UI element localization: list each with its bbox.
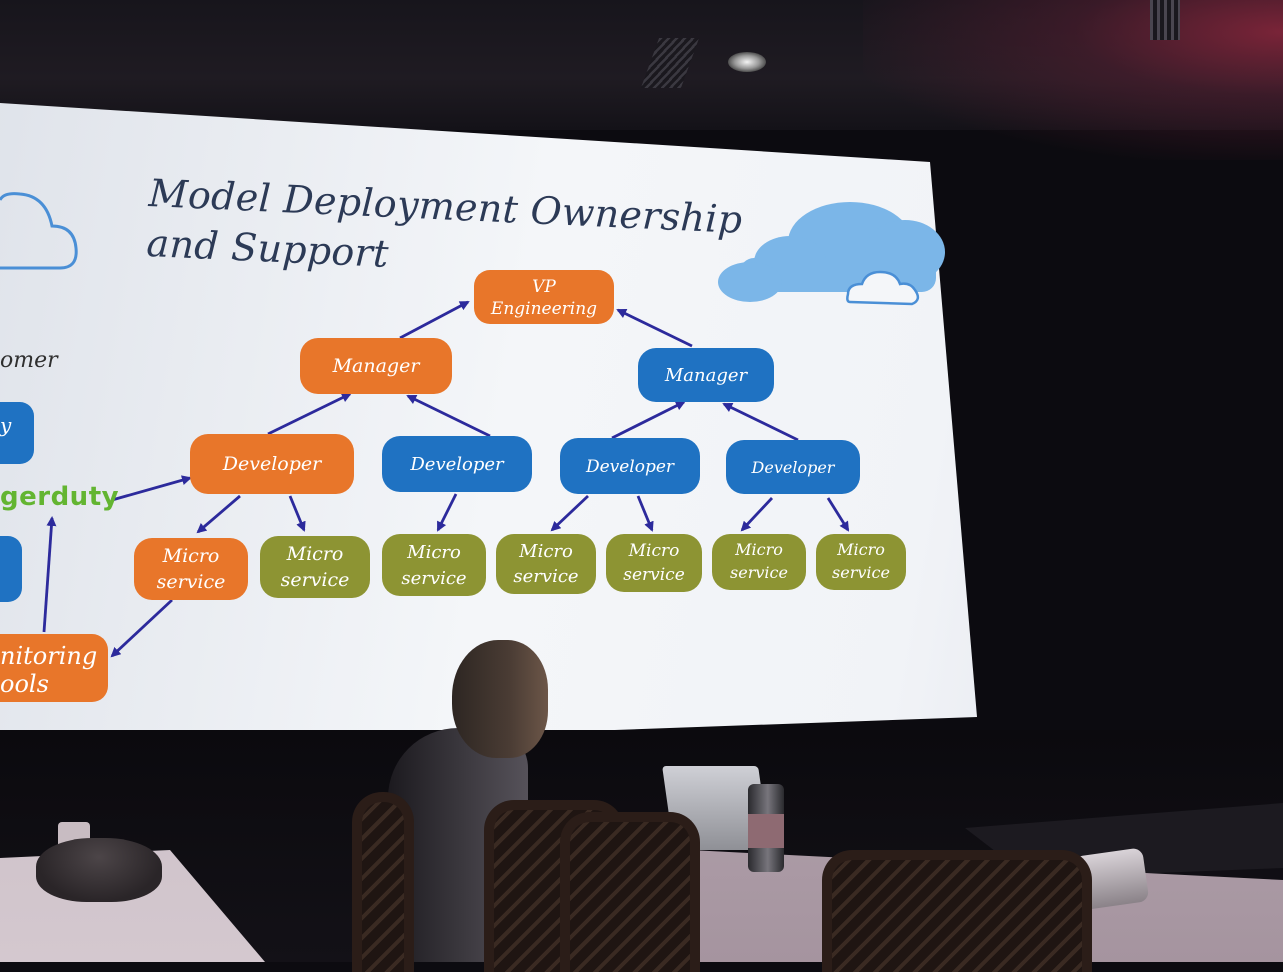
node-microservice-7: Micro service xyxy=(816,534,906,590)
monitoring-label-line-2: ools xyxy=(0,670,49,698)
node-manager-left: Manager xyxy=(300,338,452,394)
chair-1 xyxy=(352,792,414,972)
arrow-dev3-to-ms4 xyxy=(552,496,588,530)
arrow-dev4-to-ms6 xyxy=(742,498,772,530)
node-microservice-6: Micro service xyxy=(712,534,806,590)
developer-2-label: Developer xyxy=(409,454,505,475)
node-microservice-5: Micro service xyxy=(606,534,702,592)
arrow-ms1-to-monitoring xyxy=(112,600,172,656)
node-developer-4: Developer xyxy=(726,440,860,494)
microservice-3-line-1: Micro xyxy=(406,542,461,563)
arrow-dev1-to-ms1 xyxy=(198,496,240,532)
microservice-4-line-1: Micro xyxy=(518,541,573,562)
vp-label-line-1: VP xyxy=(532,277,556,297)
pagerduty-logo: gerduty xyxy=(0,482,119,512)
cloud-icon-left xyxy=(0,194,76,268)
microservice-6-line-2: service xyxy=(730,563,788,582)
node-developer-2: Developer xyxy=(382,436,532,492)
arrow-manager-right-to-vp xyxy=(618,310,692,346)
node-vp-engineering: VP Engineering xyxy=(474,270,614,324)
developer-4-label: Developer xyxy=(751,458,836,477)
manager-right-label: Manager xyxy=(664,365,749,386)
microservice-2-line-1: Micro xyxy=(286,543,344,565)
microservice-1-line-2: service xyxy=(157,571,226,593)
travel-mug xyxy=(748,784,784,872)
arrow-pagerduty-to-dev1 xyxy=(112,478,190,500)
manager-left-label: Manager xyxy=(332,355,422,377)
customer-label: omer xyxy=(0,348,58,373)
node-manager-right: Manager xyxy=(638,348,774,402)
arrow-manager-left-to-vp xyxy=(400,302,468,338)
vp-label-line-2: Engineering xyxy=(490,299,597,319)
microservice-5-line-1: Micro xyxy=(628,541,680,561)
chair-3 xyxy=(560,812,700,972)
node-developer-3: Developer xyxy=(560,438,700,494)
node-developer-1: Developer xyxy=(190,434,354,494)
mug-sleeve xyxy=(748,814,784,848)
audience-person-head xyxy=(452,640,548,758)
arrow-dev1-to-ms2 xyxy=(290,496,304,530)
monitoring-label-line-1: nitoring xyxy=(0,642,97,670)
microservice-5-line-2: service xyxy=(623,565,685,585)
microservice-3-line-2: service xyxy=(401,568,466,589)
microservice-2-line-2: service xyxy=(281,569,350,591)
microservice-7-line-1: Micro xyxy=(836,540,885,559)
arrow-dev3-to-manager-right xyxy=(612,402,684,438)
arrow-dev3-to-ms5 xyxy=(638,496,652,530)
arrow-dev2-to-manager-left xyxy=(408,396,490,436)
arrow-dev4-to-manager-right xyxy=(724,404,798,440)
node-microservice-3: Micro service xyxy=(382,534,486,596)
node-microservice-1: Micro service xyxy=(134,538,248,600)
node-microservice-2: Micro service xyxy=(260,536,370,598)
microservice-6-line-1: Micro xyxy=(734,540,783,559)
microservice-1-line-1: Micro xyxy=(162,545,220,567)
chair-4 xyxy=(822,850,1092,972)
cropped-box-text: y xyxy=(0,413,12,437)
arrow-dev4-to-ms7 xyxy=(828,498,848,530)
cropped-blue-box-2 xyxy=(0,536,22,602)
developer-1-label: Developer xyxy=(222,453,323,475)
microservice-7-line-2: service xyxy=(832,563,890,582)
arrow-dev1-to-manager-left xyxy=(268,394,350,434)
developer-3-label: Developer xyxy=(585,457,675,477)
microservice-4-line-2: service xyxy=(513,566,578,587)
hat xyxy=(36,838,162,902)
arrow-dev2-to-ms3 xyxy=(438,494,456,530)
node-microservice-4: Micro service xyxy=(496,534,596,594)
arrow-monitoring-to-pagerduty xyxy=(44,518,52,632)
